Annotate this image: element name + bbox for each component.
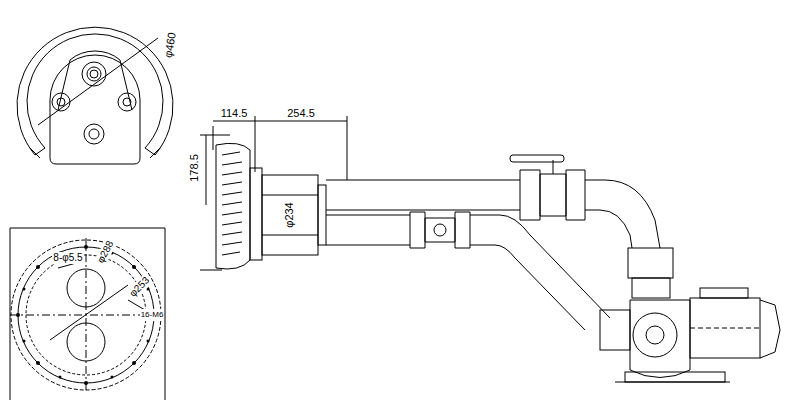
flange-view [10,228,165,400]
dimension-label: φ234 [283,201,295,229]
dimension-label: φ460 [162,30,179,59]
dimension-label: 254.5 [286,107,316,119]
side-view [200,116,780,382]
dimension-label: 8-φ5.5 [52,252,83,264]
dimension-label: 16-M6 [140,309,165,321]
dimension-label: 178.5 [188,153,200,183]
front-view [17,27,173,164]
dimension-label: φ253 [127,274,153,300]
dimension-label: 114.5 [220,107,249,119]
